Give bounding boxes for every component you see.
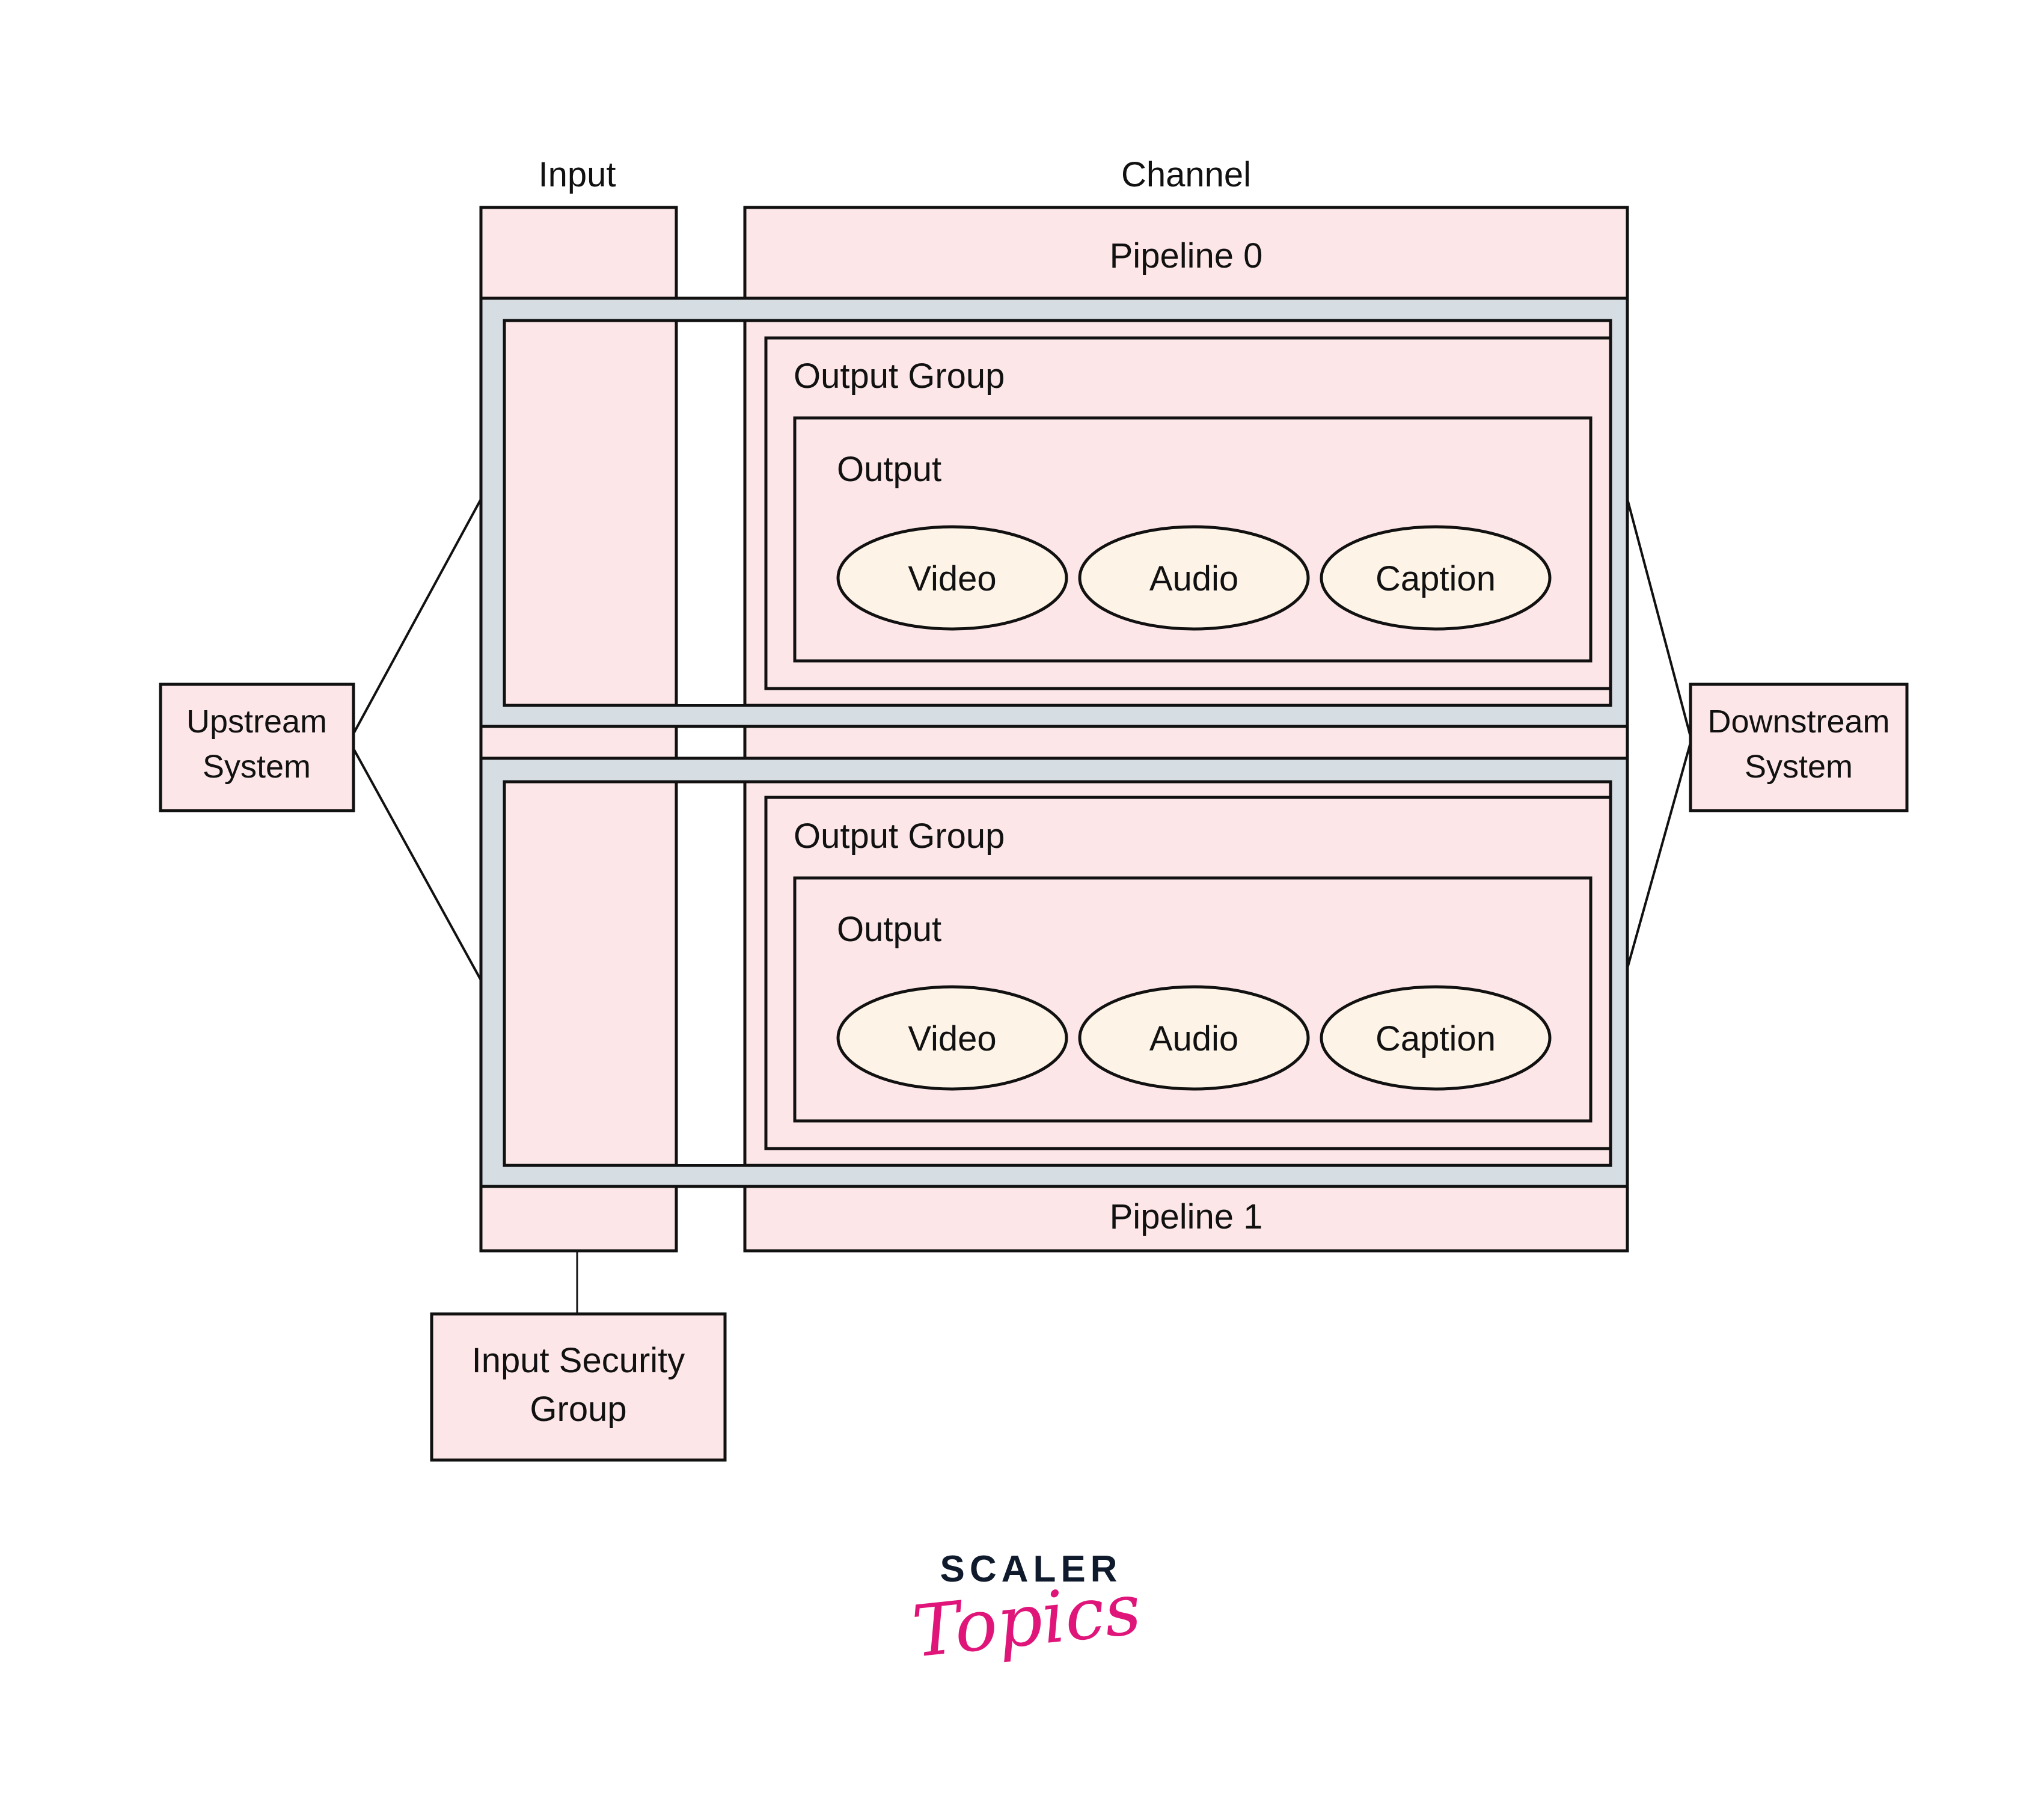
pipeline-1-label: Pipeline 1 — [1110, 1197, 1263, 1236]
audio-label: Audio — [1149, 1019, 1238, 1058]
input-security-group-box — [430, 1312, 727, 1462]
input-security-group-label-2: Group — [530, 1390, 626, 1429]
input-column-label: Input — [539, 155, 616, 194]
video-ellipse — [836, 525, 1068, 631]
pipeline0-to-downstream-line — [1626, 499, 1692, 737]
pipeline-1-frame: Output Group Output Video Audio Caption — [479, 756, 1629, 1188]
upstream-system-label-1: Upstream — [186, 704, 327, 740]
stream-caption: Caption — [1320, 985, 1552, 1091]
stream-audio: Audio — [1078, 985, 1310, 1091]
caption-ellipse — [1320, 525, 1552, 631]
downstream-system-label-2: System — [1745, 749, 1853, 785]
upstream-system-box — [159, 683, 355, 812]
connectors — [352, 499, 1692, 1314]
scaler-topics-logo: SCALER Topics — [908, 1548, 1145, 1674]
stream-audio: Audio — [1078, 525, 1310, 631]
caption-ellipse — [1320, 985, 1552, 1091]
video-label: Video — [908, 1019, 996, 1058]
audio-label: Audio — [1149, 559, 1238, 598]
output-label: Output — [837, 450, 941, 489]
stream-caption: Caption — [1320, 525, 1552, 631]
logo-scaler-text: SCALER — [940, 1548, 1122, 1590]
caption-label: Caption — [1375, 559, 1496, 598]
channel-column-label: Channel — [1121, 155, 1251, 194]
upstream-to-pipeline0-line — [352, 499, 482, 734]
output-group-label: Output Group — [794, 357, 1005, 396]
video-label: Video — [908, 559, 996, 598]
caption-label: Caption — [1375, 1019, 1496, 1058]
audio-ellipse — [1078, 985, 1310, 1091]
pipeline1-to-downstream-line — [1626, 742, 1692, 969]
pipeline-0-gap — [678, 322, 744, 704]
video-ellipse — [836, 985, 1068, 1091]
downstream-system-label-1: Downstream — [1707, 704, 1889, 740]
pipeline-0-frame: Output Group Output Video Audio Caption — [479, 296, 1629, 728]
pipeline-0-label: Pipeline 0 — [1110, 236, 1263, 275]
input-security-group-label-1: Input Security — [472, 1341, 685, 1380]
downstream-system: Downstream System — [1689, 683, 1909, 812]
upstream-to-pipeline1-line — [352, 748, 482, 981]
output-group-label: Output Group — [794, 817, 1005, 856]
output-label: Output — [837, 910, 941, 949]
stream-video: Video — [836, 525, 1068, 631]
audio-ellipse — [1078, 525, 1310, 631]
downstream-system-box — [1689, 683, 1909, 812]
pipeline-1-gap — [678, 784, 744, 1164]
stream-video: Video — [836, 985, 1068, 1091]
upstream-system: Upstream System — [159, 683, 355, 812]
input-security-group: Input Security Group — [430, 1312, 727, 1462]
upstream-system-label-2: System — [203, 749, 311, 785]
